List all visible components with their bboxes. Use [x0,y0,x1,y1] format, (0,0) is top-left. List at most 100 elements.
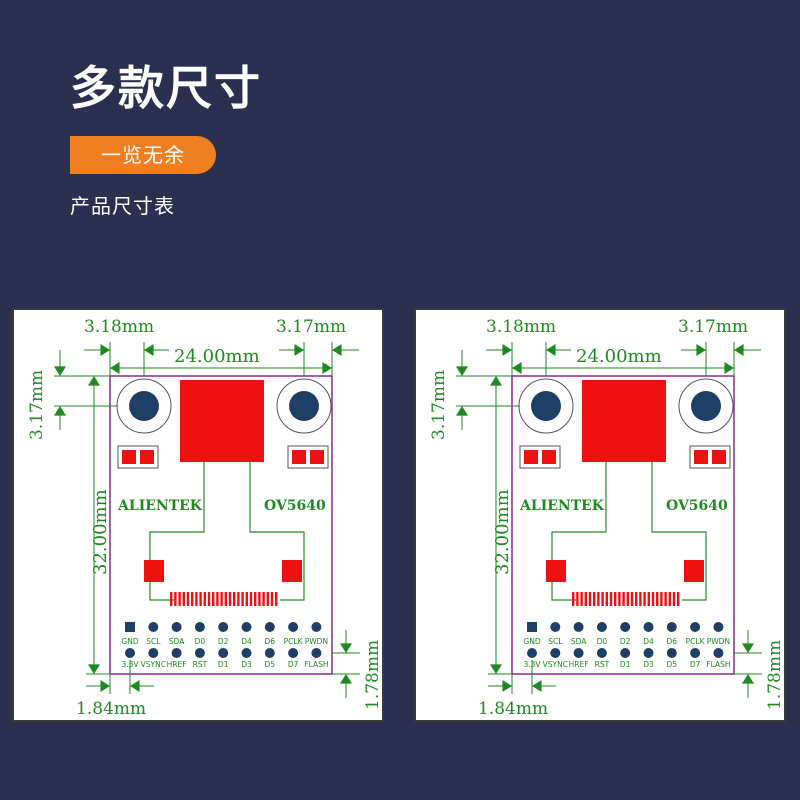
connector-pin [609,592,613,606]
pin-dot [620,648,631,658]
pin-label-top: GND [121,637,138,646]
connector-pin [639,592,642,606]
connector-pin [245,592,248,606]
dim-arrow [502,344,512,356]
connector-pin [672,592,676,606]
pin-label-bottom: D3 [241,660,252,669]
flex-trace [551,462,607,601]
dim-arrow [100,680,110,692]
connector-pin [588,592,592,606]
component-pad [122,450,136,464]
connector-pin [199,592,202,606]
connector-pin [584,592,587,606]
pin-dot [311,648,322,658]
model-label: OV5640 [264,498,326,514]
pin-label-top: D4 [241,637,252,646]
pin-dot [713,648,724,658]
pin-label-bottom: HREF [569,660,589,669]
pin-dot [148,622,159,632]
sensor-pad [582,380,666,462]
pin-dot [194,622,205,632]
connector-pin [254,592,257,606]
dim-arrow [502,680,512,692]
mount-hole [531,391,561,421]
connector-pin [178,592,181,606]
pin-dot [241,648,252,658]
connector-pin [224,592,227,606]
dim-left-offset: 3.18mm [486,317,556,337]
connector-pin [656,592,659,606]
pin-label-top: SDA [571,637,587,646]
connector-pin [241,592,244,606]
dim-arrow [144,344,154,356]
model-label: OV5640 [666,498,728,514]
pin-label-bottom: D5 [667,660,678,669]
component-pad [524,450,538,464]
dim-top-offset: 3.17mm [27,370,47,440]
pin-label-bottom: D5 [265,660,276,669]
pin-label-bottom: D7 [288,660,299,669]
connector-pin [601,592,604,606]
dim-arrow [332,344,342,356]
connector-pin [203,592,206,606]
component-pad [694,450,708,464]
pin-label-top: D0 [195,637,206,646]
connector-pin [170,592,173,606]
pin-label-top: SDA [169,637,185,646]
dim-arrow [734,344,744,356]
dim-width: 24.00mm [174,346,260,367]
connector-pin [249,592,253,606]
dim-arrow [322,362,332,374]
pin-label-top: D2 [620,637,631,646]
component-pad [140,450,154,464]
pin-dot [171,648,182,658]
connector-pin [576,592,579,606]
dim-arrow [456,366,468,376]
connector-pin [258,592,261,606]
connector-pin [677,592,680,606]
dim-arrow [490,664,502,674]
pin-label-bottom: FLASH [304,660,328,669]
pin-dot [125,622,135,632]
pin-dot [573,622,584,632]
connector-pin [635,592,638,606]
dim-bottom-offset: 1.78mm [765,640,784,710]
component-pad [712,450,726,464]
flex-trace [249,462,305,601]
sensor-pad [180,380,264,462]
dim-top-offset: 3.17mm [429,370,449,440]
connector-pin [195,592,198,606]
pin-label-bottom: D1 [620,660,631,669]
dim-arrow [546,344,556,356]
connector-pin [228,592,232,606]
connector-pin [174,592,177,606]
pin-label-top: D6 [667,637,678,646]
component-pad [542,450,556,464]
connector-pin [182,592,185,606]
dim-arrow [532,680,542,692]
connector-pin [233,592,236,606]
component-pad [292,450,306,464]
dim-arrow [340,643,352,653]
connector-pin [605,592,608,606]
dim-height: 32.00mm [90,489,111,575]
mount-hole [289,391,319,421]
connector-pad [144,560,164,582]
pin-label-top: PWDN [305,637,328,646]
connector-pin [660,592,663,606]
connector-pin [266,592,269,606]
pin-label-bottom: HREF [167,660,187,669]
pin-dot [241,622,252,632]
connector-pin [614,592,617,606]
pin-label-top: D4 [643,637,654,646]
dim-left-offset: 3.18mm [84,317,154,337]
pin-dot [713,622,724,632]
connector-pin [580,592,583,606]
pin-dot [596,648,607,658]
dim-arrow [100,344,110,356]
connector-pad [546,560,566,582]
connector-pin [593,592,596,606]
flex-trace [149,462,205,601]
